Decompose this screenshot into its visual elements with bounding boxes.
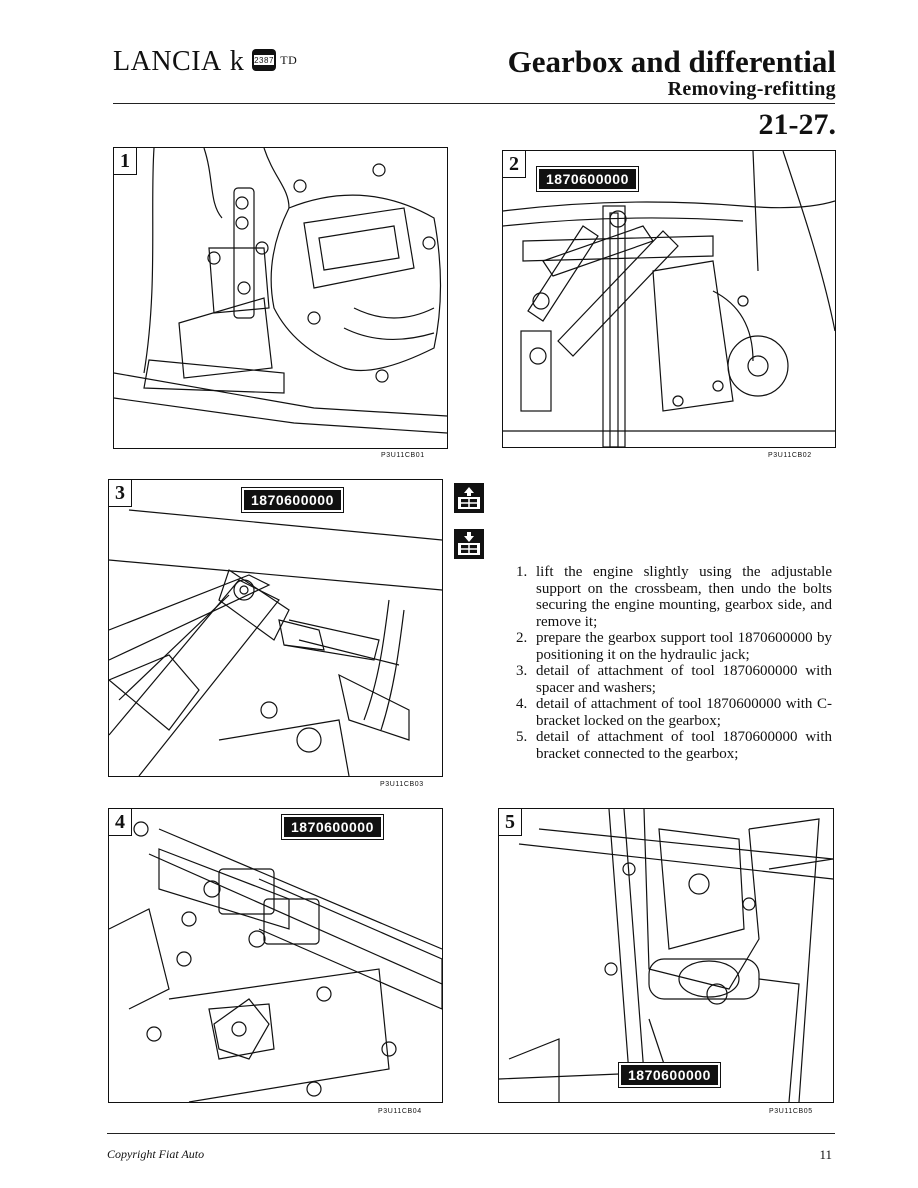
- step-item: 1. lift the engine slightly using the adj…: [512, 564, 832, 630]
- step-item: 2. prepare the gearbox support tool 18706…: [512, 630, 832, 663]
- model-letter: k: [229, 46, 245, 77]
- figure-3-code: P3U11CB03: [380, 781, 424, 788]
- figure-5: 5 1870600000: [498, 808, 834, 1103]
- page-number: 11: [819, 1147, 832, 1162]
- figure-3-drawing: [109, 509, 442, 776]
- step-text: prepare the gearbox support tool 1870600…: [536, 630, 832, 663]
- figure-1-number: 1: [114, 148, 137, 175]
- model-variant: TD: [280, 53, 298, 68]
- figure-3-number: 3: [109, 480, 132, 507]
- step-text: lift the engine slightly using the adjus…: [536, 564, 832, 630]
- figure-4-drawing: [109, 821, 442, 1102]
- figure-1-code: P3U11CB01: [381, 452, 425, 459]
- figure-4-number: 4: [109, 809, 132, 836]
- figure-5-code: P3U11CB05: [769, 1108, 813, 1115]
- figure-4: 4 1870600000: [108, 808, 443, 1103]
- page-title: Gearbox and differential: [507, 44, 836, 79]
- page-subtitle: Removing-refitting: [667, 78, 836, 100]
- figure-5-number: 5: [499, 809, 522, 836]
- step-text: detail of attachment of tool 1870600000 …: [536, 729, 832, 762]
- figure-2-code: P3U11CB02: [768, 452, 812, 459]
- figure-3-tool-label: 1870600000: [241, 487, 344, 513]
- figure-2-tool-label: 1870600000: [536, 166, 639, 192]
- step-item: 5. detail of attachment of tool 187060000…: [512, 729, 832, 762]
- figure-2-number: 2: [503, 151, 526, 178]
- copyright-notice: Copyright Fiat Auto: [107, 1147, 205, 1161]
- figure-5-tool-label: 1870600000: [618, 1062, 721, 1088]
- step-item: 4. detail of attachment of tool 187060000…: [512, 696, 832, 729]
- header-rule: [113, 103, 835, 104]
- step-number: 5.: [516, 729, 528, 745]
- figure-5-drawing: [499, 809, 833, 1102]
- figure-4-code: P3U11CB04: [378, 1108, 422, 1115]
- step-number: 1.: [516, 564, 528, 580]
- brand-name: LANCIA: [113, 46, 222, 77]
- step-number: 4.: [516, 696, 528, 712]
- step-number: 2.: [516, 630, 528, 646]
- step-text: detail of attachment of tool 1870600000 …: [536, 696, 832, 729]
- step-number: 3.: [516, 663, 528, 679]
- figure-1-drawing: [114, 148, 447, 434]
- step-text: detail of attachment of tool 1870600000 …: [536, 663, 832, 696]
- figure-1: 1: [113, 147, 448, 449]
- figure-2-drawing: [503, 151, 835, 447]
- model-badge-icon: 2387: [250, 47, 278, 73]
- figure-4-tool-label: 1870600000: [281, 814, 384, 840]
- refitting-icon: [454, 529, 484, 559]
- badge-number: 2387: [254, 56, 274, 65]
- procedure-steps: 1. lift the engine slightly using the adj…: [512, 564, 832, 762]
- section-reference: 21-27.: [758, 108, 837, 141]
- footer-rule: [107, 1133, 835, 1134]
- removing-icon: [454, 483, 484, 513]
- step-item: 3. detail of attachment of tool 187060000…: [512, 663, 832, 696]
- figure-2: 2 1870600000: [502, 150, 836, 448]
- figure-3: 3 1870600000: [108, 479, 443, 777]
